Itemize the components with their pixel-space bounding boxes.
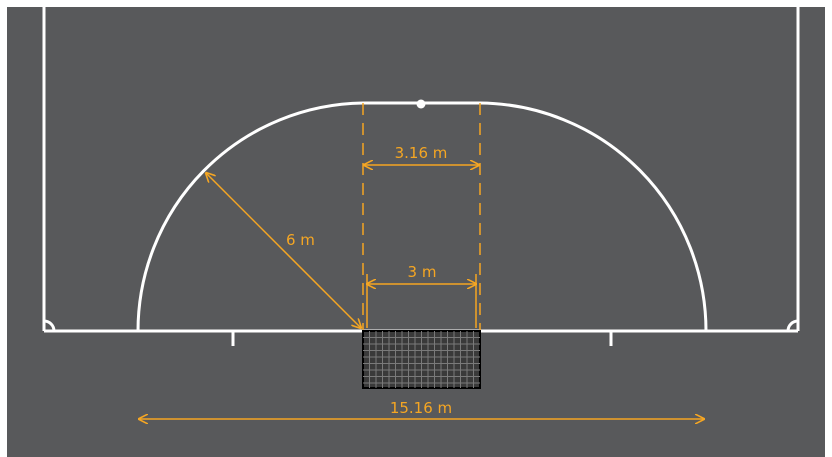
- penalty-spot: [416, 99, 426, 109]
- radius-dimension-arrow: [206, 173, 361, 328]
- outer-width-label: 3.16 m: [395, 144, 448, 162]
- goal-width-label: 3 m: [408, 263, 437, 281]
- corner-arc-left: [43, 319, 56, 332]
- area-width-label: 15.16 m: [390, 399, 452, 417]
- court-surface: [7, 7, 825, 457]
- radius-label: 6 m: [286, 231, 315, 249]
- corner-arc-right: [786, 319, 799, 332]
- goal-net: [363, 331, 480, 388]
- goal: [362, 330, 481, 389]
